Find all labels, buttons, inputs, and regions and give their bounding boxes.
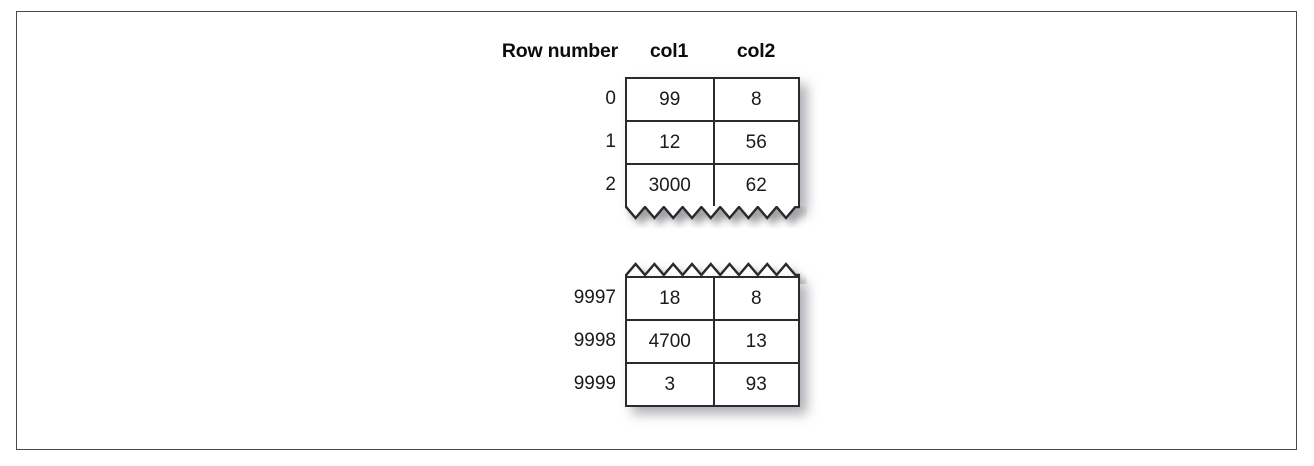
row-label: 9997 xyxy=(573,287,616,308)
table-cell-col2: 8 xyxy=(712,79,799,120)
table-cell-col1: 18 xyxy=(659,287,681,309)
row-label: 9998 xyxy=(573,330,616,351)
torn-edge-icon xyxy=(625,262,801,282)
table-cell-col1: 99 xyxy=(659,88,681,110)
column-header-col1: col1 xyxy=(649,40,689,62)
table-cell-col2: 8 xyxy=(712,278,799,319)
table-row: 3000 62 xyxy=(627,165,798,208)
table-cell-col2: 13 xyxy=(712,321,799,362)
table-bottom-section: 18 8 4700 13 3 93 xyxy=(625,276,800,407)
table-cell-col1: 3000 xyxy=(648,174,691,196)
table-cell-col1: 4700 xyxy=(648,330,691,352)
torn-edge-icon xyxy=(625,206,801,220)
table-cell-col2: 62 xyxy=(712,165,799,206)
table-cell-col1: 12 xyxy=(659,131,681,153)
table-row: 18 8 xyxy=(627,276,798,319)
row-label: 0 xyxy=(605,88,616,109)
table-cell-col1: 3 xyxy=(664,373,676,395)
table-row: 12 56 xyxy=(627,122,798,165)
table-row: 3 93 xyxy=(627,362,798,405)
row-number-header: Row number xyxy=(501,40,618,62)
table-top-section: 99 8 12 56 3000 62 xyxy=(625,77,800,208)
column-header-col2: col2 xyxy=(736,40,776,62)
table-row: 99 8 xyxy=(627,79,798,122)
row-label: 9999 xyxy=(573,373,616,394)
row-label: 1 xyxy=(605,131,616,152)
table-cell-col2: 93 xyxy=(712,364,799,405)
row-label: 2 xyxy=(605,174,616,195)
table-row: 4700 13 xyxy=(627,319,798,362)
table-cell-col2: 56 xyxy=(712,122,799,163)
